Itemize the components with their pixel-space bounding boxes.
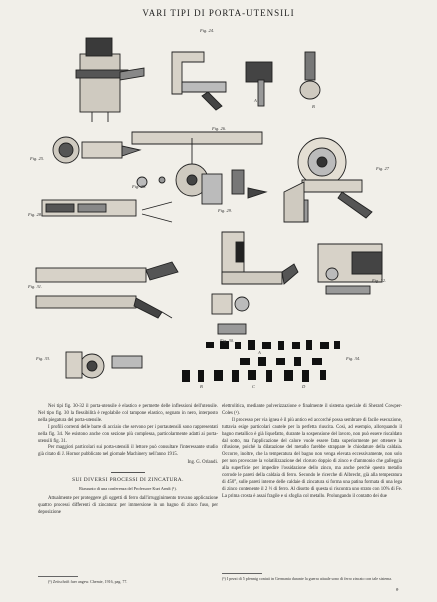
fig30-elastic-holder — [211, 231, 299, 335]
figure-letter-b-bottom: B — [200, 384, 203, 389]
footnote-right: (¹) I pezzi di 5 pfennig coniati in Germ… — [222, 576, 393, 581]
figure-label-29: Fig. 29. — [218, 208, 233, 213]
figure-label-33: Fig. 33. — [36, 356, 51, 361]
figure-label-25-left: Fig. 25. — [30, 156, 45, 161]
figure-letter-a-top: A — [254, 98, 257, 103]
illustration-plate: Fig. 24. Fig. 25. Fig. 26. Fig. 27 Fig. … — [22, 22, 422, 392]
fig24-bent-holder — [171, 51, 227, 111]
figure-letter-b-top: B — [312, 104, 315, 109]
figure-letter-d: D — [302, 384, 306, 389]
figure-label-30: Fig. 30. — [220, 338, 235, 343]
figure-letter-c: C — [252, 384, 256, 389]
page-number: g. — [396, 586, 400, 591]
fig26-long-holder — [131, 131, 263, 197]
left-column: Nei tipi fig. 30-32 il porta-utensile è … — [38, 404, 218, 517]
figure-label-34: Fig. 34. — [346, 356, 361, 361]
figure-label-26: Fig. 26. — [212, 126, 227, 131]
paragraph: Attualmente per proteggere gli oggetti d… — [38, 495, 218, 515]
figure-label-32: Fig. 32. — [372, 278, 387, 283]
paragraph: Per maggiori particolari sui porta-utens… — [38, 445, 218, 458]
fig28-bar-holder — [41, 199, 173, 223]
figure-label-27: Fig. 27 — [376, 166, 389, 171]
fig33-nut-holder — [65, 351, 143, 379]
fig27-circular-cutter — [293, 137, 373, 223]
author-signature: Ing. G. Orlandi. — [187, 460, 218, 466]
fig32-right-holder — [317, 243, 383, 295]
fig24-toolpost-left — [75, 37, 145, 122]
section-title: SUI DIVERSI PROCESSI DI ZINCATURA. — [72, 477, 184, 484]
figure-label-28: Fig. 28. — [28, 212, 43, 217]
fig25-left-round-holder — [52, 136, 166, 188]
fig34-bar-profiles — [182, 340, 340, 382]
fig29-insert — [201, 169, 305, 223]
footnote-left: (¹) Zeitschrift fuer angew. Chemie, 1916… — [48, 579, 128, 584]
paragraph: Il processo per via ignea è il più antic… — [222, 417, 402, 499]
right-column: elettrolitica, mediante polverizzazione … — [222, 404, 402, 501]
fig24-small-pieces — [245, 51, 321, 107]
section-divider — [111, 472, 145, 474]
figure-label-25-right: Fig. 25. — [132, 184, 147, 189]
footnote-rule-right — [222, 573, 262, 574]
figure-letter-a-bottom: A — [258, 350, 261, 355]
figure-label-24: Fig. 24. — [200, 28, 215, 33]
paragraph: I profili correnti delle barre di acciai… — [38, 424, 218, 444]
tool-holder-engravings — [35, 37, 383, 382]
section-subtitle: Riassunto di una conferenza del Professo… — [79, 486, 177, 492]
fig31-bars — [35, 261, 179, 319]
paragraph: Nei tipi fig. 30-32 il porta-utensile è … — [38, 404, 218, 423]
figure-label-31: Fig. 31. — [28, 284, 43, 289]
page-header-title: VARI TIPI DI PORTA-UTENSILI — [142, 8, 295, 18]
paragraph: elettrolitica, mediante polverizzazione … — [222, 404, 402, 416]
footnote-rule-left — [38, 576, 78, 577]
